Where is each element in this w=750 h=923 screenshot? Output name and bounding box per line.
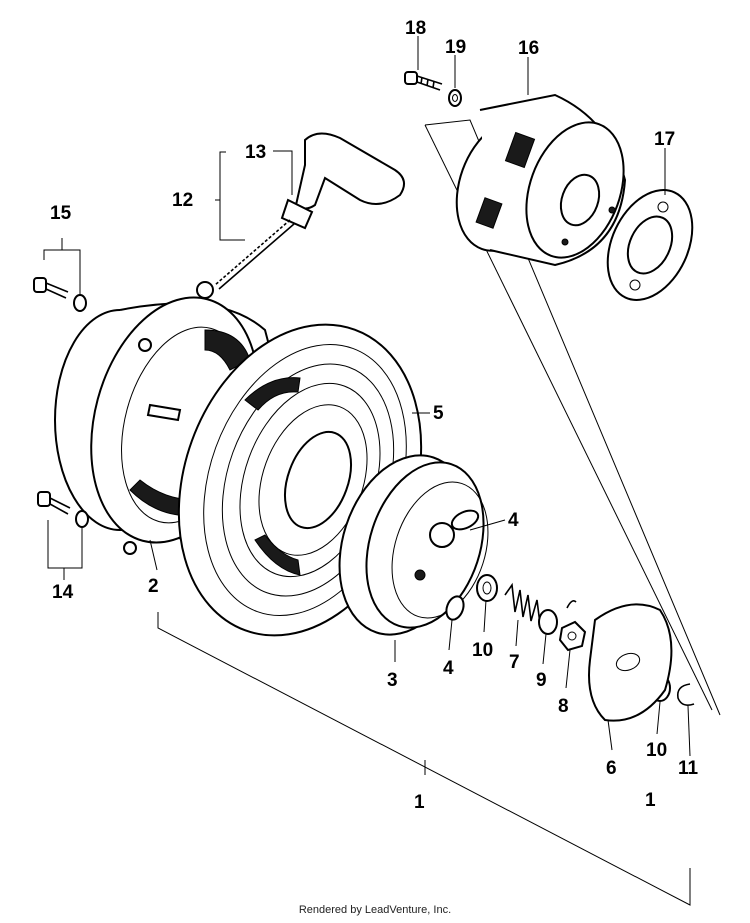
callout-1-right: 1 — [645, 790, 656, 811]
part-19-washer — [448, 89, 462, 107]
part-13-rope-handle — [280, 132, 405, 230]
part-6-friction-plate — [566, 600, 673, 722]
part-17-flange-plate — [606, 189, 694, 301]
callout-labels: 18 19 16 17 13 12 15 5 4 2 14 10 7 4 3 9… — [50, 18, 699, 813]
callout-10-right: 10 — [646, 740, 667, 761]
callout-19: 19 — [445, 37, 466, 58]
part-16-starter-cup — [455, 93, 627, 267]
callout-1-left: 1 — [414, 792, 425, 813]
callout-4-lower: 4 — [443, 658, 454, 679]
callout-3: 3 — [387, 670, 398, 691]
part-4-pawl — [445, 509, 480, 621]
callout-16: 16 — [518, 38, 539, 59]
part-14-bolt-washer — [37, 491, 89, 580]
callout-2: 2 — [148, 576, 159, 597]
callout-11: 11 — [678, 758, 699, 779]
callout-7: 7 — [509, 652, 520, 673]
callout-13: 13 — [245, 142, 266, 163]
leader-lines — [149, 36, 691, 757]
part-7-spring — [504, 582, 541, 625]
callout-14: 14 — [52, 582, 74, 603]
part-3-rope-pulley — [338, 454, 489, 636]
callout-15: 15 — [50, 203, 72, 224]
footer-credit: Rendered by LeadVenture, Inc. — [298, 904, 452, 916]
callout-4-upper: 4 — [508, 510, 519, 531]
callout-6: 6 — [606, 758, 617, 779]
part-9-ring — [538, 609, 558, 635]
callout-18: 18 — [405, 18, 426, 39]
callout-8: 8 — [558, 696, 569, 717]
callout-9: 9 — [536, 670, 547, 691]
callout-12: 12 — [172, 190, 193, 211]
callout-17: 17 — [654, 129, 675, 150]
part-11-e-clip — [676, 683, 695, 706]
callout-5: 5 — [433, 403, 444, 424]
callout-10-left: 10 — [472, 640, 493, 661]
part-8-nut — [558, 620, 587, 652]
part-12-starter-rope — [214, 219, 295, 290]
part-18-bolt — [404, 71, 443, 91]
part-15-bolt-washer — [33, 238, 87, 312]
